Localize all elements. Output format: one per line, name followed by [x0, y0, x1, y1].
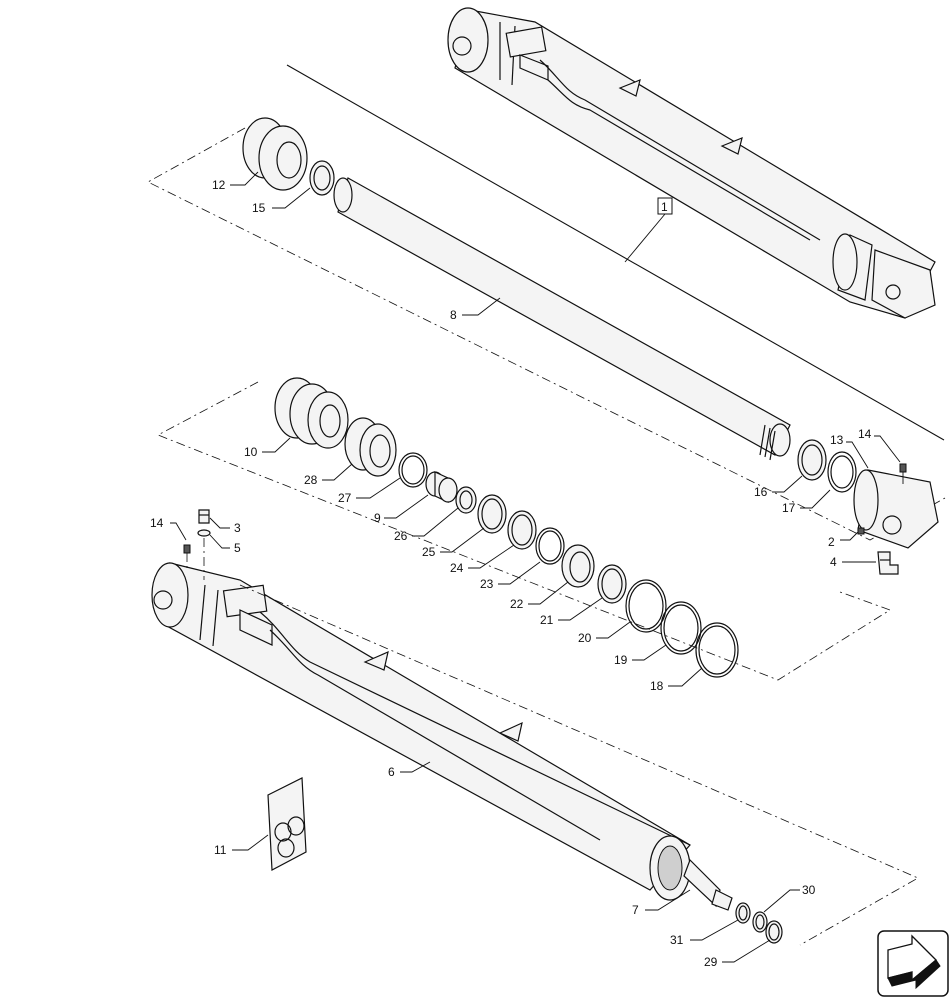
- callout-26: 26: [394, 529, 408, 543]
- part-23-ring: [535, 527, 565, 565]
- callout-14-lower: 14: [150, 516, 164, 530]
- part-19-o-ring: [660, 601, 702, 655]
- part-10-piston: [274, 377, 349, 449]
- part-31-ring: [735, 902, 751, 924]
- callout-9: 9: [374, 511, 381, 525]
- part-15-seal-ring: [309, 160, 335, 196]
- part-27-ring: [398, 452, 428, 488]
- part-14-grease-nipple: [899, 463, 907, 484]
- callout-17: 17: [782, 501, 796, 515]
- callout-18: 18: [650, 679, 664, 693]
- callout-23: 23: [480, 577, 494, 591]
- seal-group-boundary: [157, 381, 891, 681]
- callout-7: 7: [632, 903, 639, 917]
- part-26-spacer: [455, 486, 477, 514]
- part-5-washer: [197, 529, 211, 537]
- callout-14-upper: 14: [858, 427, 872, 441]
- callout-25: 25: [422, 545, 436, 559]
- part-12-gland: [242, 117, 308, 191]
- callout-11: 11: [214, 843, 227, 857]
- callout-15: 15: [252, 201, 266, 215]
- part-24-split-ring: [507, 510, 537, 550]
- part-11-seal-kit: [267, 777, 307, 871]
- part-14-grease-nipple-lower: [183, 544, 191, 572]
- callout-24: 24: [450, 561, 464, 575]
- part-4-elbow-fitting: [877, 551, 899, 575]
- callout-20: 20: [578, 631, 592, 645]
- callout-10: 10: [244, 445, 258, 459]
- part-16-ring: [797, 439, 827, 481]
- next-page-arrow-icon[interactable]: [877, 930, 949, 997]
- leader-lines: [170, 171, 901, 963]
- callout-labels: 12 15 8 10 28 27 9 26 25 24 23 22 21 20 …: [150, 178, 872, 969]
- part-3-fitting: [198, 509, 210, 524]
- callout-16: 16: [754, 485, 768, 499]
- callout-28: 28: [304, 473, 318, 487]
- callout-3: 3: [234, 521, 241, 535]
- part-6-cylinder-barrel: [151, 562, 691, 901]
- assembly-reference-line: [286, 64, 945, 441]
- part-18-o-ring: [695, 622, 739, 678]
- callout-2: 2: [828, 535, 835, 549]
- part-29-ring: [765, 920, 783, 944]
- callout-27: 27: [338, 491, 352, 505]
- part-13-rod-eye: [853, 469, 939, 549]
- callout-31: 31: [670, 933, 684, 947]
- upper-group-boundary: [147, 127, 946, 541]
- callout-4: 4: [830, 555, 837, 569]
- callout-6: 6: [388, 765, 395, 779]
- callout-13: 13: [830, 433, 844, 447]
- part-22-wear-ring: [561, 544, 595, 588]
- part-20-o-ring: [625, 579, 667, 633]
- part-17-ring: [827, 451, 857, 493]
- callout-12: 12: [212, 178, 226, 192]
- part-2-plug: [857, 527, 865, 535]
- assembled-cylinder: [447, 7, 936, 319]
- callout-19: 19: [614, 653, 628, 667]
- callout-22: 22: [510, 597, 524, 611]
- part-28-bushing: [344, 417, 397, 477]
- callout-30: 30: [802, 883, 816, 897]
- part-8-rod: [333, 177, 791, 461]
- callout-1-box: 1: [624, 197, 673, 263]
- part-21-ring: [597, 564, 627, 604]
- part-30-ring: [752, 911, 768, 933]
- part-9-nut: [425, 471, 458, 503]
- callout-5: 5: [234, 541, 241, 555]
- callout-29: 29: [704, 955, 718, 969]
- part-25-split-ring: [477, 494, 507, 534]
- part-7-piston-rod-end: [683, 858, 733, 911]
- callout-21: 21: [540, 613, 554, 627]
- callout-1: 1: [661, 200, 668, 214]
- callout-8: 8: [450, 308, 457, 322]
